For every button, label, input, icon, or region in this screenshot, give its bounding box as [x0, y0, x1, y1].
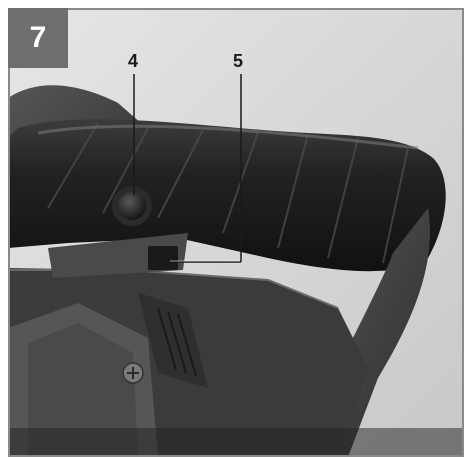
- trigger-switch: [148, 246, 178, 270]
- vent-slots: [157, 307, 197, 377]
- figure-number: 7: [29, 21, 47, 54]
- lock-button: [118, 192, 146, 220]
- grip-highlight: [37, 124, 419, 150]
- tool-handle-photo: [8, 8, 464, 457]
- vent-block: [138, 293, 208, 388]
- front-plate-inner: [28, 323, 138, 457]
- callout-label-5: 5: [233, 51, 244, 71]
- callout-label-4: 4: [128, 51, 139, 71]
- figure-frame: [8, 8, 464, 457]
- screw-slot: [127, 367, 139, 379]
- grip-ribs: [47, 122, 409, 264]
- handle-grip: [8, 119, 446, 272]
- bottom-shadow: [8, 428, 464, 457]
- figure-number-box: 7: [8, 8, 68, 68]
